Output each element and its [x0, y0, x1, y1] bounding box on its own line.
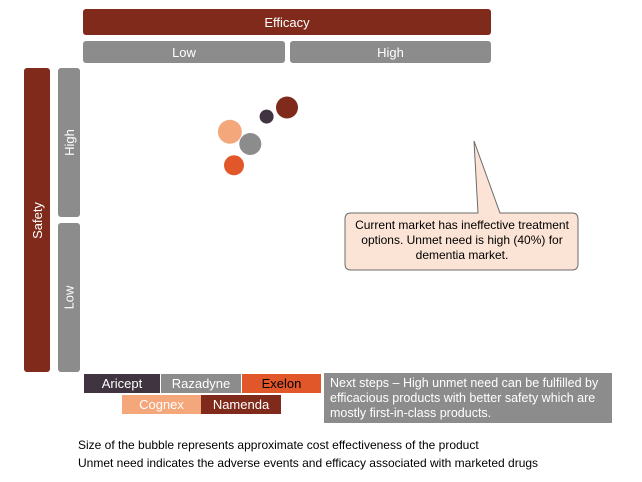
unmet-need-note: Unmet need indicates the adverse events …: [78, 456, 539, 470]
legend-namenda-label: Namenda: [212, 397, 270, 412]
efficacy-low-header: Low: [83, 41, 285, 63]
efficacy-high-label: High: [377, 44, 404, 60]
legend-cognex-label: Cognex: [139, 397, 184, 412]
safety-high-header: High: [58, 68, 80, 217]
legend-aricept-label: Aricept: [101, 376, 143, 391]
bubble-size-note: Size of the bubble represents approximat…: [78, 438, 479, 452]
callout-text: Current market has ineffective treatment…: [355, 218, 569, 262]
bubble-namenda: [276, 96, 298, 119]
legend-razadyne-label: Razadyne: [171, 376, 231, 391]
bubbles-group: [217, 96, 298, 176]
legend-exelon: Exelon: [242, 374, 321, 393]
next-steps-text: Next steps – High unmet need can be fulf…: [330, 376, 599, 420]
legend-namenda: Namenda: [201, 395, 281, 414]
legend-aricept: Aricept: [84, 374, 160, 393]
legend-cognex: Cognex: [122, 395, 201, 414]
safety-header: Safety: [24, 68, 50, 372]
legend-razadyne: Razadyne: [161, 374, 241, 393]
safety-low-header: Low: [58, 223, 80, 372]
efficacy-header: Efficacy: [83, 9, 491, 35]
next-steps-box: Next steps – High unmet need can be fulf…: [324, 373, 612, 423]
efficacy-low-label: Low: [172, 44, 196, 60]
efficacy-label: Efficacy: [264, 14, 310, 30]
bubble-aricept: [259, 109, 274, 124]
callout-shape: [344, 140, 579, 271]
bubble-cognex: [217, 119, 242, 144]
legend-exelon-label: Exelon: [261, 376, 302, 391]
efficacy-high-header: High: [290, 41, 491, 63]
bubble-exelon: [224, 155, 244, 176]
bubble-razadyne: [239, 133, 262, 155]
